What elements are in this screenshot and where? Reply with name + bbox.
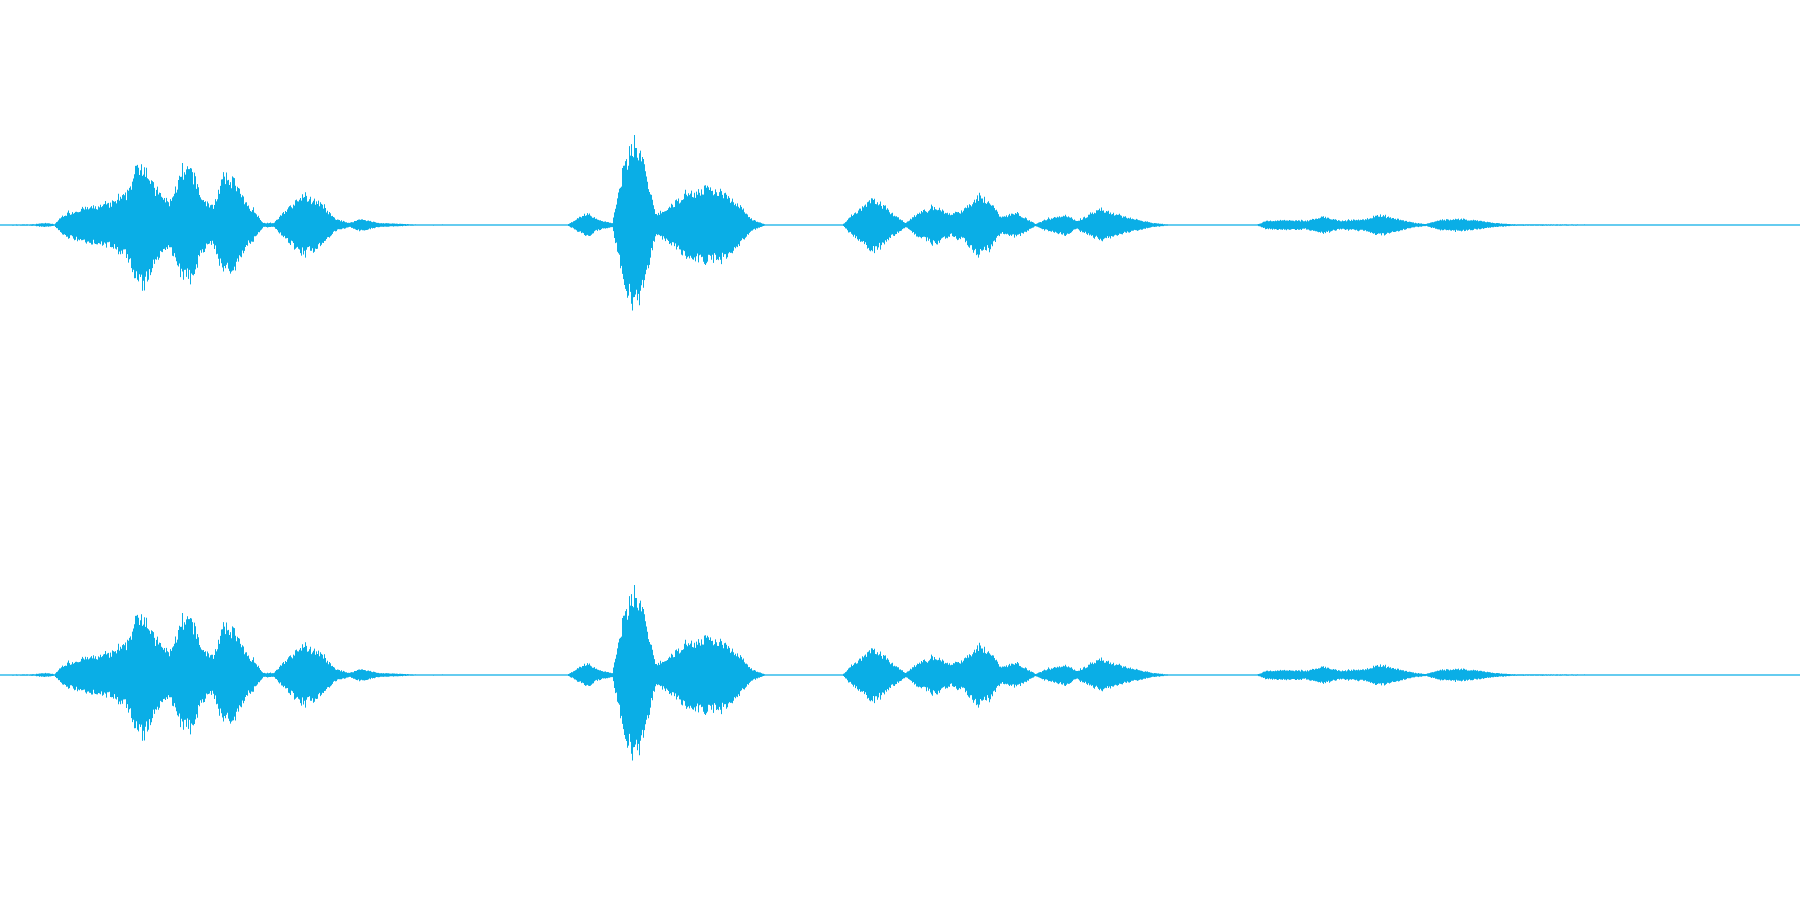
waveform-channel-1 (0, 135, 1800, 311)
waveform-signal (0, 135, 1800, 311)
waveform-signal (0, 585, 1800, 761)
waveform-channel-2 (0, 585, 1800, 761)
